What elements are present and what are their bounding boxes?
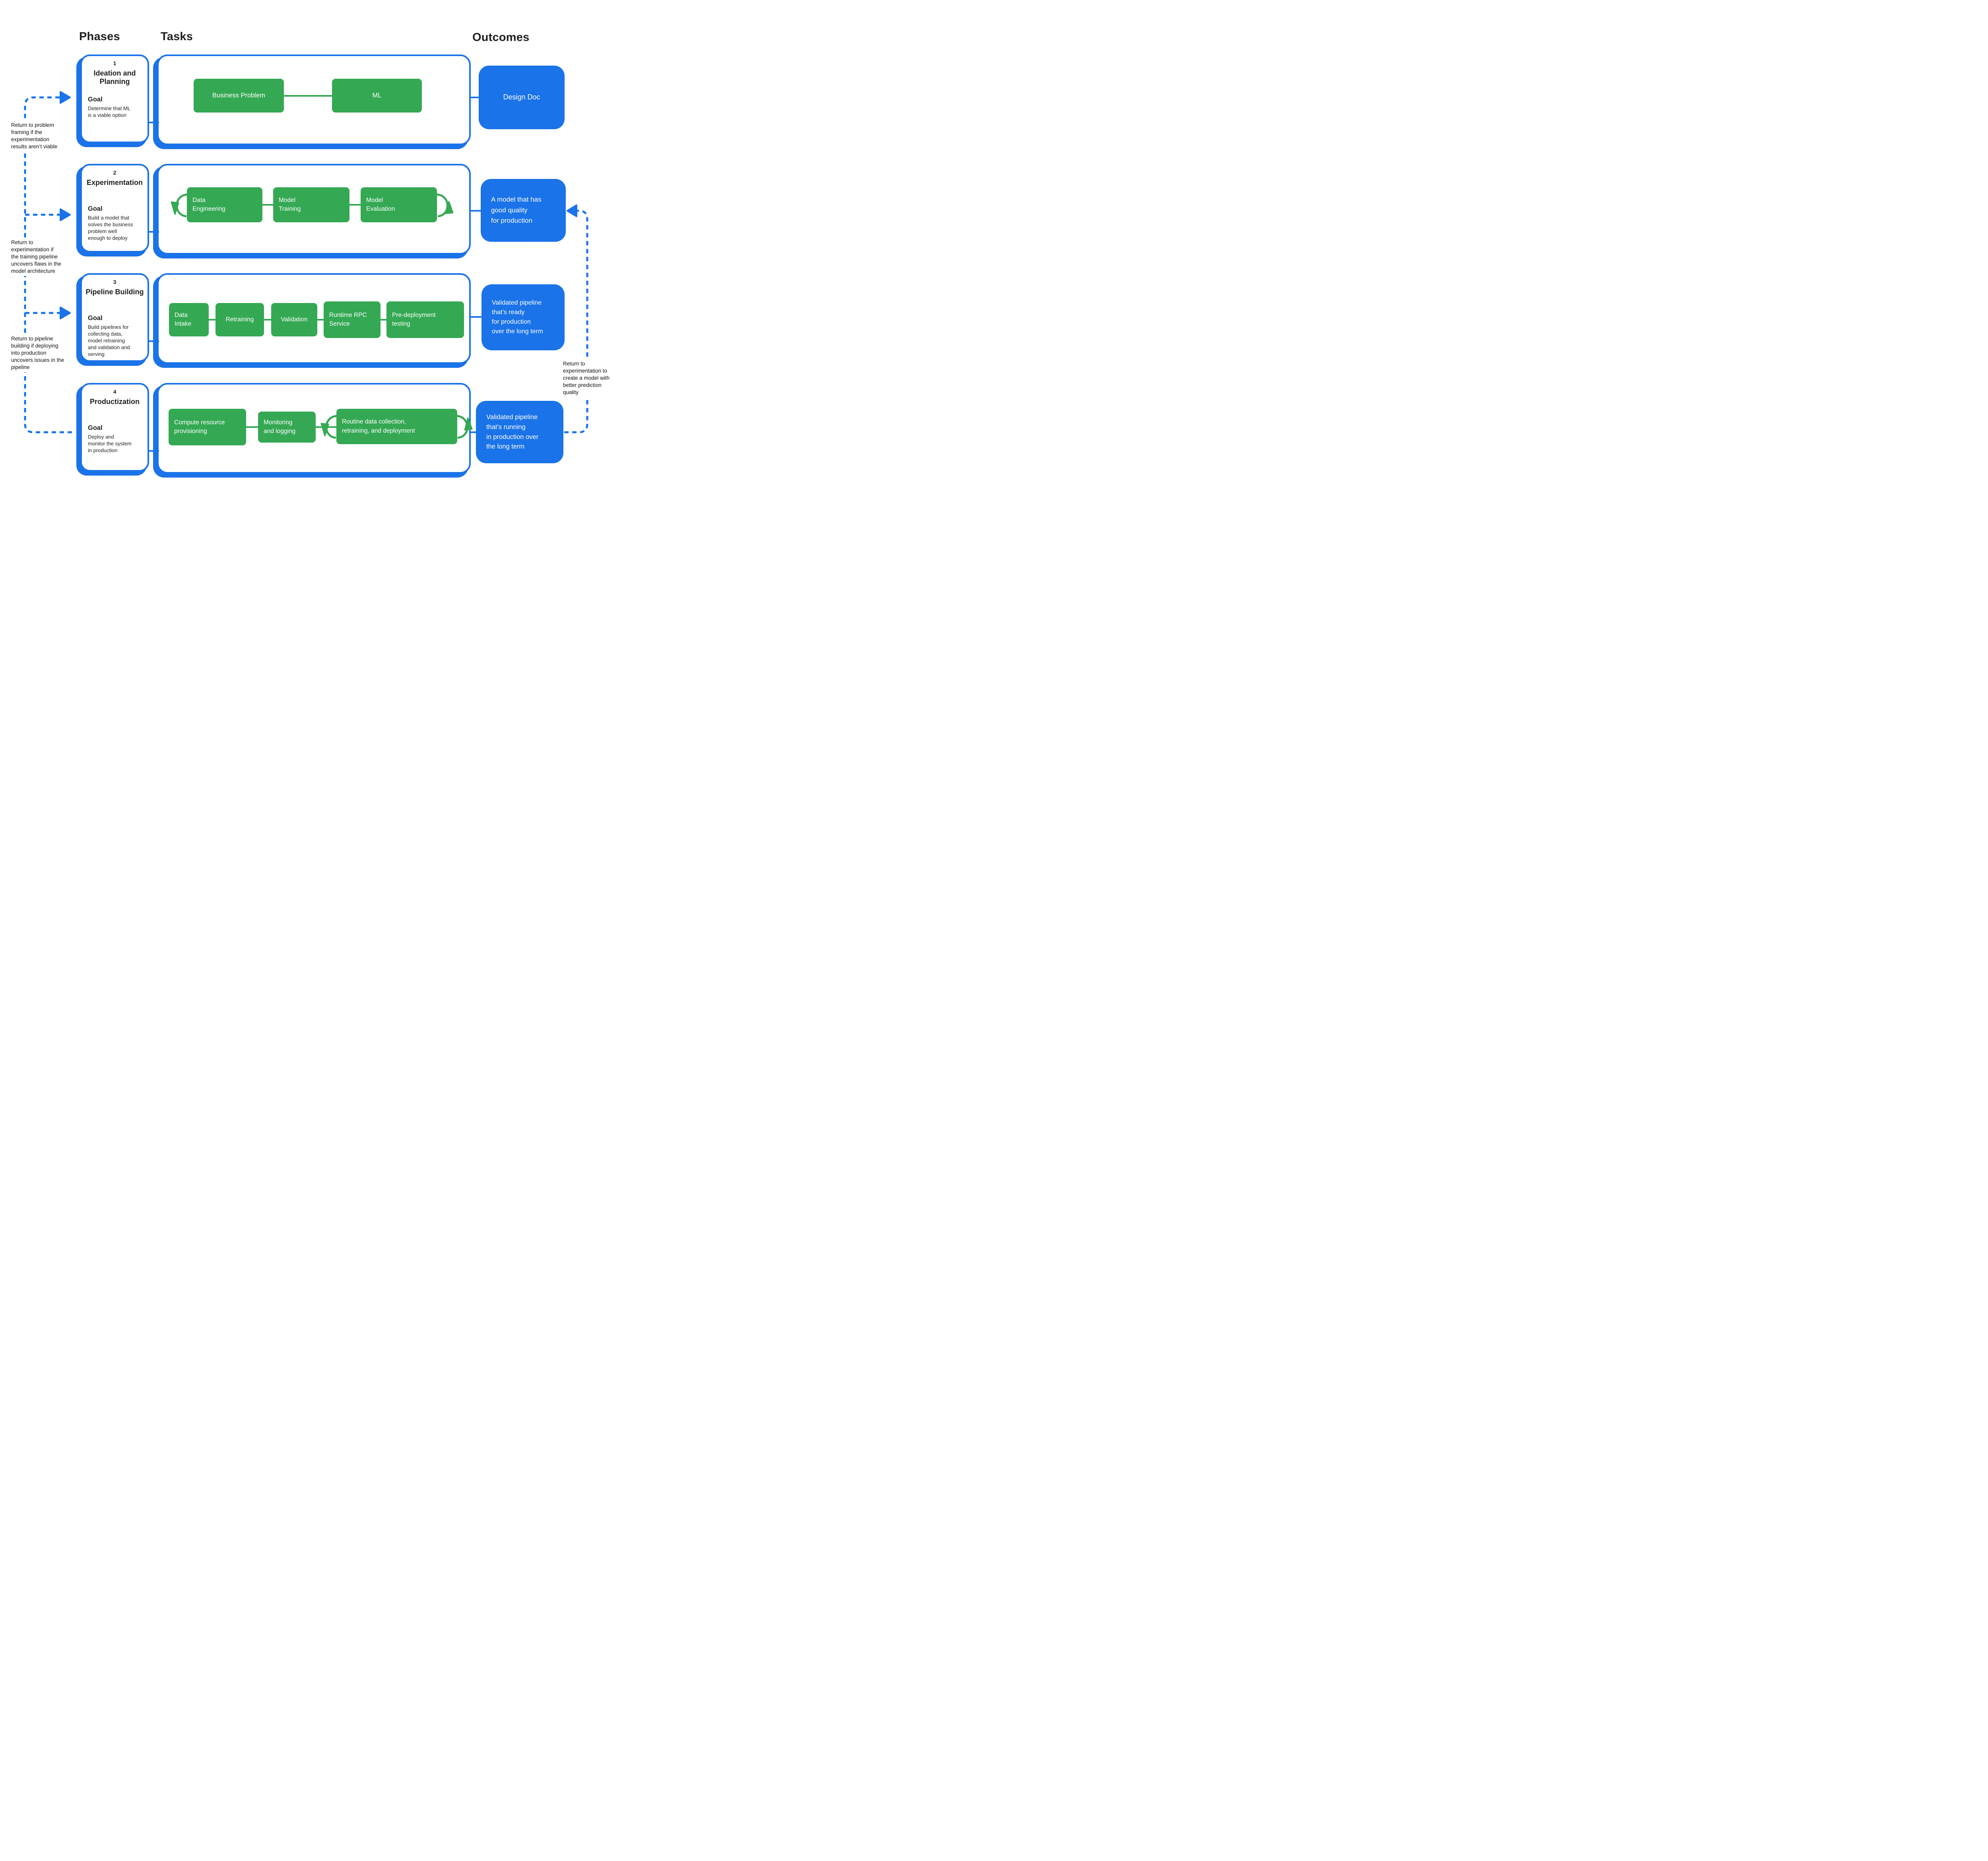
tasks-header: Tasks (161, 30, 193, 43)
task-to-task-connectors (208, 95, 387, 428)
task-data-intake: Data Intake (169, 303, 209, 336)
task-ml: ML (332, 79, 422, 113)
phase-card-experimentation: 2 Experimentation Goal Build a model tha… (80, 164, 149, 253)
task-monitoring-and-logging: Monitoring and logging (258, 412, 316, 443)
outcome-design-doc: Design Doc (479, 66, 565, 129)
phase-title: Productization (90, 398, 140, 406)
annotation-return-to-experimentation-quality: Return to experimentation to create a mo… (562, 359, 611, 397)
outcomes-header: Outcomes (472, 31, 530, 44)
task-pre-deployment-testing: Pre-deployment testing (386, 301, 464, 338)
arrow-right-icon (60, 91, 71, 104)
phase-number: 3 (113, 279, 116, 285)
goal-label: Goal (88, 205, 103, 212)
feedback-arrowhead-right (567, 204, 577, 217)
goal-text: Build pipelines for collecting data, mod… (88, 324, 130, 357)
annotation-return-to-pipeline-building: Return to pipeline building if deploying… (10, 334, 65, 372)
task-validation: Validation (271, 303, 317, 336)
phase-number: 4 (113, 389, 116, 395)
task-model-evaluation: Model Evaluation (361, 187, 437, 222)
task-business-problem: Business Problem (194, 79, 284, 113)
task-compute-resource-provisioning: Compute resource provisioning (169, 409, 246, 445)
task-retraining: Retraining (215, 303, 264, 336)
task-runtime-rpc-service: Runtime RPC Service (324, 301, 381, 338)
arrow-right-icon (60, 307, 71, 319)
outcome-validated-pipeline-ready: Validated pipeline that’s ready for prod… (481, 284, 565, 350)
task-model-training: Model Training (273, 187, 349, 222)
goal-label: Goal (88, 315, 103, 322)
goal-text: Determine that ML is a viable option (88, 105, 130, 118)
phase-title: Ideation and Planning (93, 69, 136, 86)
phase-card-productization: 4 Productization Goal Deploy and monitor… (80, 383, 149, 472)
phase-number: 2 (113, 169, 116, 176)
outcome-model-good-quality: A model that has good quality for produc… (481, 179, 566, 242)
annotation-return-to-experimentation: Return to experimentation if the trainin… (10, 238, 62, 276)
task-data-engineering: Data Engineering (187, 187, 262, 222)
ml-workflow-diagram: Phases Tasks Outcomes 1 Ideation and Pla… (0, 0, 623, 514)
goal-label: Goal (88, 96, 103, 103)
phase-title: Experimentation (86, 179, 143, 186)
annotation-return-to-problem-framing: Return to problem framing if the experim… (10, 120, 58, 152)
phases-header: Phases (79, 30, 120, 43)
goal-text: Build a model that solves the business p… (88, 215, 133, 241)
goal-text: Deploy and monitor the system in product… (88, 434, 132, 453)
phase-number: 1 (113, 60, 116, 66)
phase-card-pipeline-building: 3 Pipeline Building Goal Build pipelines… (80, 273, 149, 362)
goal-label: Goal (88, 424, 103, 431)
outcome-validated-pipeline-running: Validated pipeline that’s running in pro… (476, 401, 563, 463)
feedback-path-right (564, 210, 588, 433)
phase-title: Pipeline Building (85, 288, 144, 296)
phase-card-ideation-and-planning: 1 Ideation and Planning Goal Determine t… (80, 54, 149, 143)
arrow-left-icon (567, 204, 577, 217)
task-routine-data-collection-retraining-deployment: Routine data collection, retraining, and… (336, 409, 457, 444)
arrow-right-icon (60, 208, 71, 221)
feedback-arrowheads-left (60, 91, 71, 319)
